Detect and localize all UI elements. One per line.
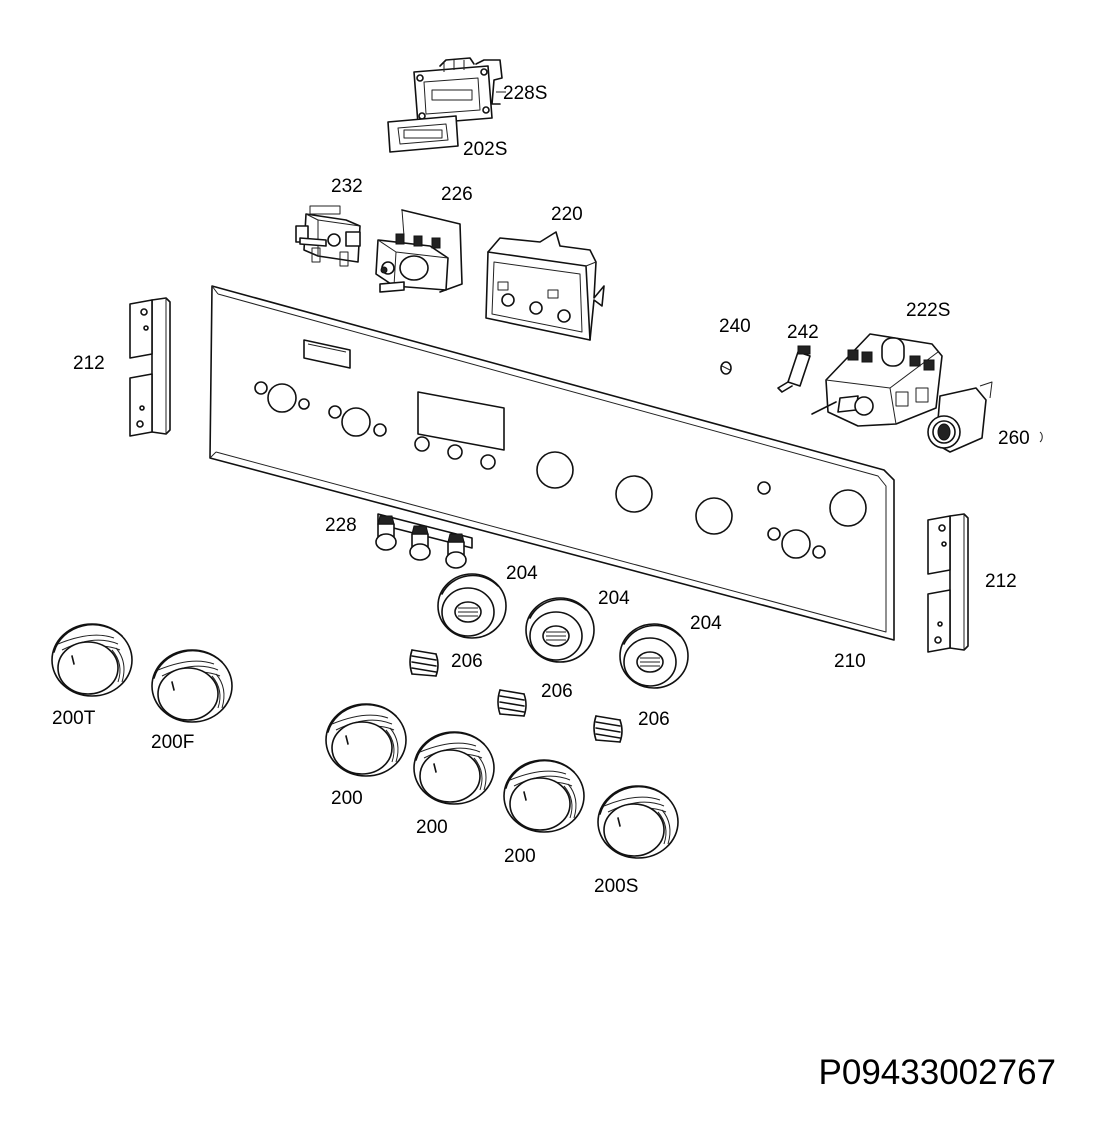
label-212-right: 212 <box>985 571 1017 592</box>
part-204-knob-ring-2 <box>525 597 595 663</box>
part-202s-display-gasket <box>387 115 459 153</box>
part-222s-selector-switch <box>811 333 943 427</box>
label-222s: 222S <box>906 300 950 321</box>
label-206-1: 206 <box>451 651 483 672</box>
label-202s: 202S <box>463 139 507 160</box>
part-204-knob-ring-3 <box>619 623 689 689</box>
part-228-push-buttons <box>375 513 473 569</box>
label-200t: 200T <box>52 708 96 729</box>
part-226-thermostat <box>375 209 463 293</box>
part-242-lamp-holder <box>777 345 811 393</box>
label-212-left: 212 <box>73 353 105 374</box>
label-200s: 200S <box>594 876 638 897</box>
part-204-knob-ring-1 <box>437 573 507 639</box>
part-206-spring-3 <box>593 715 623 743</box>
label-206-2: 206 <box>541 681 573 702</box>
drawing-code: P09433002767 <box>819 1053 1056 1092</box>
label-242: 242 <box>787 322 819 343</box>
label-200f: 200F <box>151 732 194 753</box>
label-200-3: 200 <box>504 846 536 867</box>
label-204-2: 204 <box>598 588 630 609</box>
part-200-knob-3 <box>503 759 585 833</box>
label-232: 232 <box>331 176 363 197</box>
part-206-spring-2 <box>497 689 527 717</box>
part-210-control-panel <box>209 285 895 641</box>
part-212-right-bracket <box>927 513 969 653</box>
part-228s-display-module <box>413 57 506 125</box>
part-260-oven-lamp <box>927 381 1043 453</box>
label-200-2: 200 <box>416 817 448 838</box>
label-228: 228 <box>325 515 357 536</box>
label-204-3: 204 <box>690 613 722 634</box>
part-240-indicator-lamp <box>720 361 732 375</box>
label-206-3: 206 <box>638 709 670 730</box>
part-200-knob-2 <box>413 731 495 805</box>
label-226: 226 <box>441 184 473 205</box>
part-200s-knob <box>597 785 679 859</box>
label-200-1: 200 <box>331 788 363 809</box>
part-220-timer-housing <box>485 231 605 341</box>
part-200t-knob <box>51 623 133 697</box>
part-232-switch <box>295 205 361 267</box>
part-212-left-bracket <box>129 297 171 437</box>
label-204-1: 204 <box>506 563 538 584</box>
part-200-knob-1 <box>325 703 407 777</box>
label-228s: 228S <box>503 83 547 104</box>
part-206-spring-1 <box>409 649 439 677</box>
label-210: 210 <box>834 651 866 672</box>
label-220: 220 <box>551 204 583 225</box>
label-240: 240 <box>719 316 751 337</box>
label-260: 260 <box>998 428 1030 449</box>
part-200f-knob <box>151 649 233 723</box>
